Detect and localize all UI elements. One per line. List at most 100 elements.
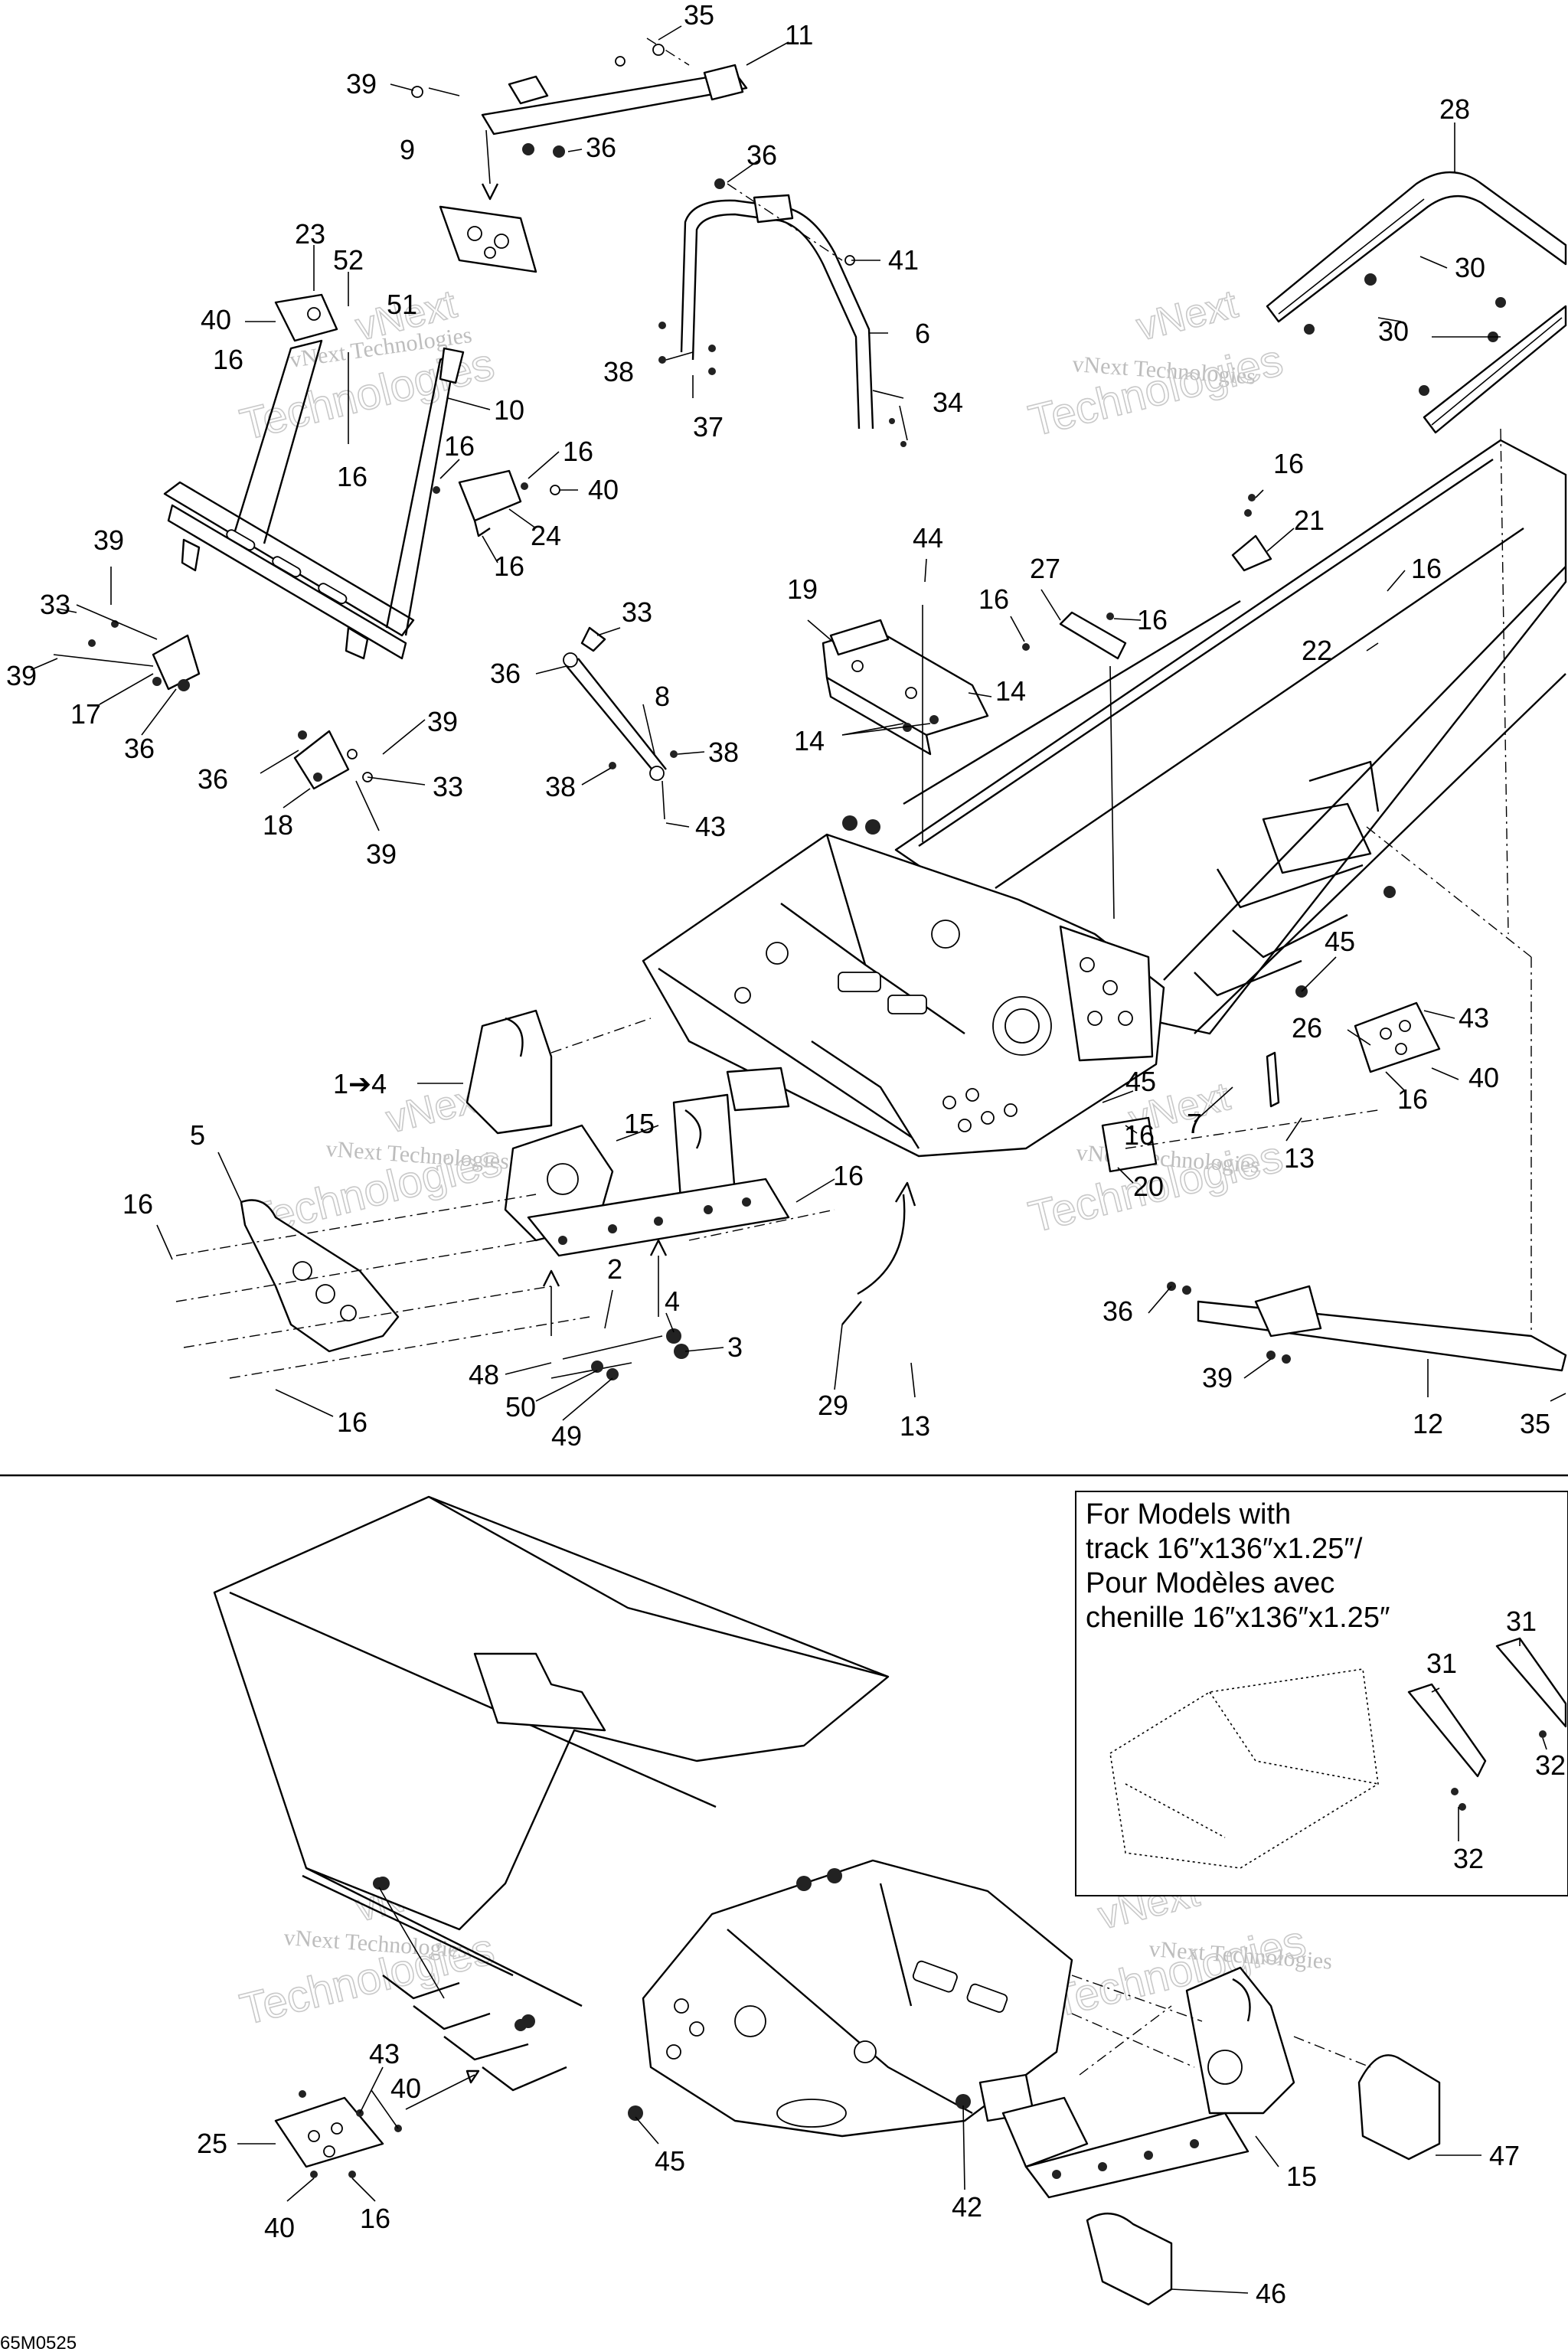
callout-label: 40: [390, 2073, 421, 2104]
callout-label: 45: [1125, 1066, 1156, 1097]
part-24-bracket: [433, 469, 560, 537]
callout-label: 16: [337, 1406, 368, 1438]
part-11-support-bar: [411, 38, 789, 201]
drawing-code: 65M0525: [0, 2333, 77, 2352]
callout-label: 39: [1202, 1362, 1233, 1393]
callout-label: 12: [1413, 1408, 1443, 1439]
callout-label: 26: [1292, 1012, 1322, 1044]
callout-label: 15: [1286, 2161, 1317, 2192]
callout-label: 16: [360, 2203, 390, 2234]
part-47-cover: [1357, 2054, 1441, 2161]
part-10-bumper: [163, 293, 465, 660]
callout-label: 38: [545, 771, 576, 802]
note-line-2: track 16″x136″x1.25″/: [1086, 1533, 1363, 1565]
callout-label: 40: [264, 2212, 295, 2243]
track-detail: [1109, 1668, 1379, 1869]
callout-label: 36: [586, 132, 616, 163]
top-assembly: [53, 38, 1567, 1380]
callout-label: 21: [1294, 505, 1325, 536]
callout-label: 16: [444, 430, 475, 462]
part-26-footrest: [1354, 1001, 1441, 1073]
callout-label: 14: [995, 675, 1026, 707]
callout-label: 18: [263, 809, 293, 841]
part-18-bracket: [293, 730, 373, 790]
callout-label: 44: [913, 522, 943, 554]
callout-label: 16: [1137, 604, 1168, 635]
callout-label: 40: [201, 304, 231, 335]
callout-label: 39: [346, 68, 377, 100]
callout-label: 16: [1124, 1119, 1155, 1151]
callout-label: 16: [494, 550, 524, 582]
chassis-tunnel-top: [894, 439, 1567, 1035]
callout-label: 5: [190, 1119, 205, 1151]
watermark-outline: vNext: [1132, 282, 1243, 350]
callout-label: 49: [551, 1420, 582, 1452]
callout-label: 36: [1102, 1295, 1133, 1327]
callout-label: 13: [900, 1410, 930, 1442]
callout-label: 14: [794, 725, 825, 756]
callout-label: 32: [1453, 1843, 1484, 1874]
callout-label: 45: [655, 2145, 685, 2177]
part-28-rear-loop: [1266, 171, 1567, 434]
callout-label: 40: [588, 474, 619, 505]
chassis-front-frame-top: [642, 605, 1165, 1158]
part-17-bracket: [53, 604, 201, 691]
callout-label: 30: [1378, 315, 1409, 347]
part-1to4-suspension-brackets: [466, 1009, 790, 1257]
callout-label: 39: [93, 524, 124, 556]
callout-label: 34: [933, 387, 963, 418]
callout-label: 39: [6, 660, 37, 691]
callout-label: 6: [915, 318, 930, 349]
callout-label: 2: [607, 1253, 622, 1285]
callout-label: 38: [603, 356, 634, 387]
callout-label: 16: [563, 436, 593, 467]
watermark-outline: Technologies: [1024, 335, 1287, 446]
leader-lines: [30, 25, 1566, 2294]
callout-label: 1➔4: [333, 1068, 387, 1099]
callout-label: 33: [433, 771, 463, 802]
note-line-1: For Models with: [1086, 1498, 1291, 1530]
callout-label: 47: [1489, 2140, 1520, 2171]
callout-label: 10: [494, 394, 524, 426]
callout-label: 16: [213, 344, 243, 375]
callout-label: 16: [1411, 553, 1442, 584]
callout-label: 20: [1133, 1171, 1164, 1202]
note-line-4: chenille 16″x136″x1.25″: [1086, 1602, 1390, 1634]
callout-label: 40: [1468, 1062, 1499, 1093]
watermark-top-right: vNext Technologies vNext Technologies: [1024, 281, 1289, 446]
callout-label: 33: [40, 589, 70, 620]
callout-label: 9: [400, 134, 415, 165]
assembly-lines-bottom: [373, 1877, 1371, 2121]
callout-label: 43: [695, 811, 726, 842]
callout-label: 36: [124, 733, 155, 764]
callout-label: 11: [785, 19, 813, 51]
part-6-column-support: [658, 178, 906, 447]
callout-label: 27: [1030, 553, 1060, 584]
callout-label: 3: [727, 1331, 743, 1363]
callout-label: 31: [1506, 1606, 1537, 1637]
callout-label: 16: [1273, 448, 1304, 479]
part-9-bracket: [439, 205, 537, 273]
part-8-rod: [563, 626, 678, 820]
callout-label: 33: [622, 596, 652, 628]
callout-label: 35: [684, 0, 714, 31]
callout-label: 16: [1397, 1083, 1428, 1115]
part-12-support-bar: [1167, 1282, 1567, 1372]
callout-label: 52: [333, 244, 364, 276]
callout-label: 16: [122, 1188, 153, 1220]
callout-label: 29: [818, 1390, 848, 1421]
callout-label: 16: [978, 583, 1009, 615]
callout-label: 42: [952, 2191, 982, 2223]
callout-label: 41: [888, 244, 919, 276]
part-46-cover: [1086, 2212, 1173, 2306]
callout-label: 8: [655, 681, 670, 712]
bottom-assembly: For Models with track 16″x136″x1.25″/ Po…: [213, 1491, 1568, 2306]
part-19-column-mount: [822, 619, 989, 756]
callout-label: 38: [708, 737, 739, 768]
part-15-suspension-brackets: [1001, 1966, 1295, 2199]
callout-label: 32: [1535, 1749, 1566, 1781]
callout-label: 50: [505, 1391, 536, 1423]
callout-label: 48: [469, 1359, 499, 1390]
callout-label: 16: [337, 461, 368, 492]
